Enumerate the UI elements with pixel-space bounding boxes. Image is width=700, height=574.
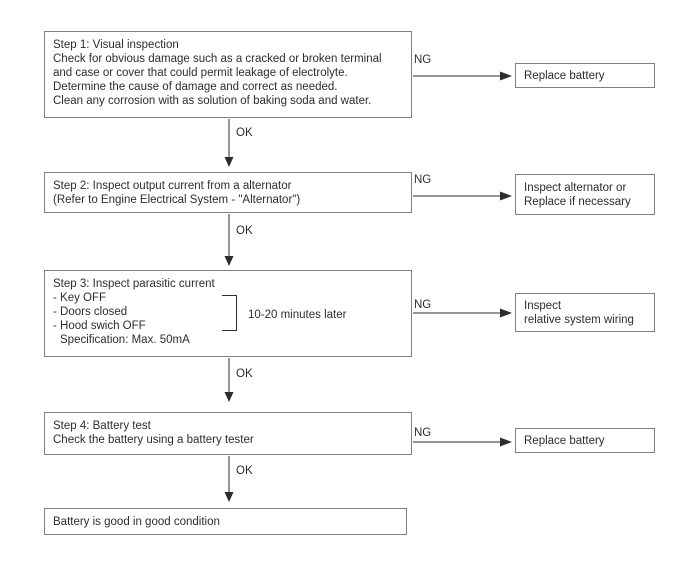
result-box-step2: Inspect alternator or Replace if necessa… — [515, 174, 655, 215]
text-line: Replace if necessary — [524, 195, 631, 208]
text-line: Determine the cause of damage and correc… — [53, 81, 338, 93]
result-box-step1: Replace battery — [515, 63, 655, 88]
ok-label-step2: OK — [236, 225, 253, 238]
text-line: Check the battery using a battery tester — [53, 434, 254, 446]
text-line: relative system wiring — [524, 313, 634, 326]
text-line: Inspect — [524, 299, 562, 312]
text-line: Replace battery — [524, 434, 605, 447]
text-line: and case or cover that could permit leak… — [53, 67, 348, 79]
ng-label-step1: NG — [414, 54, 432, 67]
step-1-box: Step 1: Visual inspection Check for obvi… — [44, 31, 412, 118]
text-line: Step 1: Visual inspection — [53, 39, 179, 51]
ok-arrow-step4 — [224, 456, 234, 502]
text-line: - Doors closed — [53, 306, 128, 318]
bracket-note: 10-20 minutes later — [248, 309, 347, 321]
text-line: Battery is good in good condition — [53, 515, 220, 528]
result-box-step3: Inspect relative system wiring — [515, 293, 655, 332]
text-line: - Key OFF — [53, 292, 107, 304]
grouping-bracket — [222, 295, 237, 331]
ok-arrow-step2 — [224, 214, 234, 266]
text-line: Inspect alternator or — [524, 181, 627, 194]
text-line: Replace battery — [524, 69, 605, 82]
ng-label-step3: NG — [414, 299, 432, 312]
text-line: Step 3: Inspect parasitic current — [53, 278, 215, 290]
ng-arrow-step1 — [413, 71, 512, 81]
step-2-box: Step 2: Inspect output current from a al… — [44, 172, 412, 213]
ok-label-step1: OK — [236, 127, 253, 140]
text-line: - Hood swich OFF — [53, 320, 146, 332]
text-line: Check for obvious damage such as a crack… — [53, 53, 382, 65]
ng-arrow-step2 — [413, 191, 512, 201]
ng-label-step2: NG — [414, 174, 432, 187]
step-3-box: Step 3: Inspect parasitic current - Key … — [44, 270, 412, 357]
step-4-box: Step 4: Battery test Check the battery u… — [44, 412, 412, 455]
text-line: (Refer to Engine Electrical System - "Al… — [53, 194, 301, 206]
ng-label-step4: NG — [414, 427, 432, 440]
final-result-box: Battery is good in good condition — [44, 508, 407, 535]
text-line: Clean any corrosion with as solution of … — [53, 95, 372, 107]
ok-label-step3: OK — [236, 368, 253, 381]
ok-arrow-step1 — [224, 119, 234, 167]
text-line: Step 2: Inspect output current from a al… — [53, 180, 292, 192]
ok-arrow-step3 — [224, 358, 234, 402]
ok-label-step4: OK — [236, 465, 253, 478]
text-line: Step 4: Battery test — [53, 420, 151, 432]
text-line: Specification: Max. 50mA — [60, 334, 190, 346]
result-box-step4: Replace battery — [515, 428, 655, 453]
